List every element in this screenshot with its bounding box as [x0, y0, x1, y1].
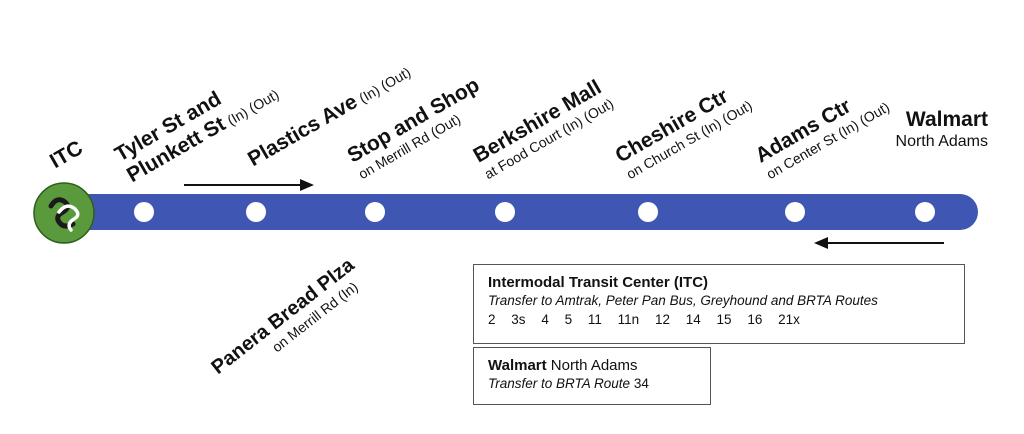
- route-number: 15: [716, 312, 732, 327]
- route-number: 14: [685, 312, 701, 327]
- info-itc-transfer: Transfer to Amtrak, Peter Pan Bus, Greyh…: [488, 293, 878, 308]
- route-number: 21x: [778, 312, 800, 327]
- stop-dot-walmart[interactable]: [915, 202, 935, 222]
- stop-dot-berkshire-mall[interactable]: [495, 202, 515, 222]
- stop-dot-stop-and-shop[interactable]: [365, 202, 385, 222]
- stop-label-panera: Panera Bread Plza on Merrill Rd (In): [207, 253, 370, 393]
- route-number: 16: [747, 312, 763, 327]
- itc-label: ITC: [46, 136, 87, 174]
- route-line: [60, 194, 978, 230]
- stop-dot-tyler-st[interactable]: [134, 202, 154, 222]
- itc-logo-icon: [33, 182, 95, 244]
- terminus-sub: North Adams: [895, 133, 988, 150]
- itc-label-text: ITC: [46, 136, 87, 174]
- terminus-name: Walmart: [905, 108, 988, 131]
- inbound-arrow-icon: [814, 237, 944, 249]
- route-number: 2: [488, 312, 496, 327]
- route-number: 4: [541, 312, 549, 327]
- stop-label-cheshire-ctr: Cheshire Ctr on Church St (In) (Out): [612, 76, 756, 183]
- route-number: 12: [654, 312, 670, 327]
- stop-io: (In) (Out): [356, 63, 414, 107]
- stop-name: Panera Bread Plza: [207, 254, 359, 379]
- route-number: 11n: [617, 312, 640, 327]
- outbound-arrow-icon: [184, 179, 314, 191]
- route-number: 5: [564, 312, 573, 327]
- stop-dot-cheshire-ctr[interactable]: [638, 202, 658, 222]
- info-walmart-transfer-text: Transfer to BRTA Route: [488, 376, 631, 391]
- info-walmart-title: Walmart North Adams: [488, 356, 696, 375]
- info-itc-title: Intermodal Transit Center (ITC): [488, 274, 709, 291]
- info-walmart-title-normal: North Adams: [550, 357, 638, 374]
- stop-label-berkshire-mall: Berkshire Mall at Food Court (In) (Out): [470, 74, 617, 183]
- info-walmart-title-bold: Walmart: [488, 357, 547, 374]
- route-number: 11: [587, 312, 602, 327]
- info-walmart-transfer: Transfer to BRTA Route 34: [488, 375, 696, 393]
- info-itc-routes: 2 3s 4 5 11 11n 12 14 15 16 21x: [488, 310, 950, 330]
- info-walmart-route: 34: [633, 376, 649, 391]
- stop-dot-plastics-ave[interactable]: [246, 202, 266, 222]
- info-box-walmart: Walmart North Adams Transfer to BRTA Rou…: [473, 347, 711, 405]
- stop-label-walmart: Walmart North Adams: [896, 108, 988, 151]
- info-box-itc: Intermodal Transit Center (ITC) Transfer…: [473, 264, 965, 344]
- route-number: 3s: [511, 312, 526, 327]
- stop-label-adams-ctr: Adams Ctr on Center St (In) (Out): [752, 78, 893, 183]
- stop-dot-adams-ctr[interactable]: [785, 202, 805, 222]
